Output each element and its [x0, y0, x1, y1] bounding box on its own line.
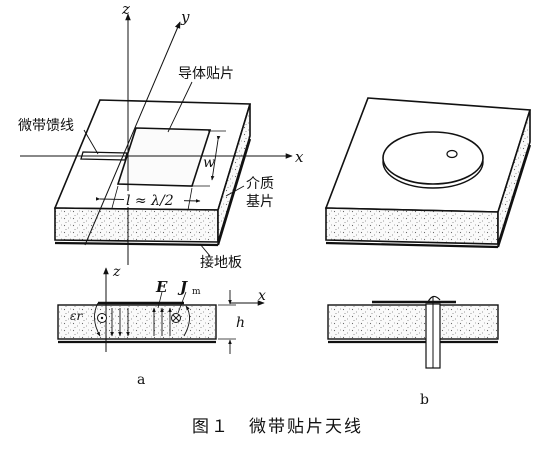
- panel-a-section: z x E J m εr: [57, 264, 266, 388]
- section-x-label: x: [258, 288, 266, 304]
- y-axis: [84, 21, 181, 246]
- dielectric-label-2: 基片: [246, 193, 274, 210]
- width-label: w: [203, 155, 215, 171]
- figure-caption: 图１ 微带贴片天线: [192, 417, 363, 437]
- panel-a-label: a: [137, 372, 145, 388]
- patch-label: 导体贴片: [178, 66, 234, 82]
- e-field-label: E: [155, 278, 168, 296]
- b-substrate-right: [497, 109, 531, 245]
- height-label: h: [236, 315, 245, 331]
- feed-label: 微带馈线: [18, 118, 74, 134]
- feed-point: [446, 149, 458, 159]
- y-axis-label: y: [180, 8, 190, 26]
- section-z-label: z: [112, 264, 121, 280]
- x-axis-label: x: [295, 148, 304, 166]
- e-field-lines: [94, 302, 190, 337]
- circular-patch: [382, 131, 484, 185]
- length-label: l ≈ λ/2: [126, 193, 174, 209]
- width-dimension: [210, 135, 221, 181]
- substrate-front-face: [54, 207, 219, 243]
- ground-label: 接地板: [200, 254, 242, 271]
- ground-plane-line: [54, 241, 219, 247]
- panel-a-3d: z y x 导体贴片 微带馈线 w l ≈ λ/2 介质 基片 接地板: [18, 0, 304, 271]
- b-substrate-front: [325, 207, 499, 245]
- epsilon-label: εr: [70, 309, 83, 323]
- panel-b-3d: [324, 97, 532, 249]
- jm-subscript: m: [192, 287, 201, 297]
- b-section-substrate: [327, 304, 499, 340]
- panel-b-label: b: [420, 392, 429, 408]
- panel-b-section: b: [327, 295, 499, 408]
- substrate-right-face: [217, 103, 251, 243]
- z-axis-label: z: [121, 0, 130, 18]
- dielectric-label-1: 介质: [246, 176, 274, 192]
- jm-label: J: [177, 278, 188, 296]
